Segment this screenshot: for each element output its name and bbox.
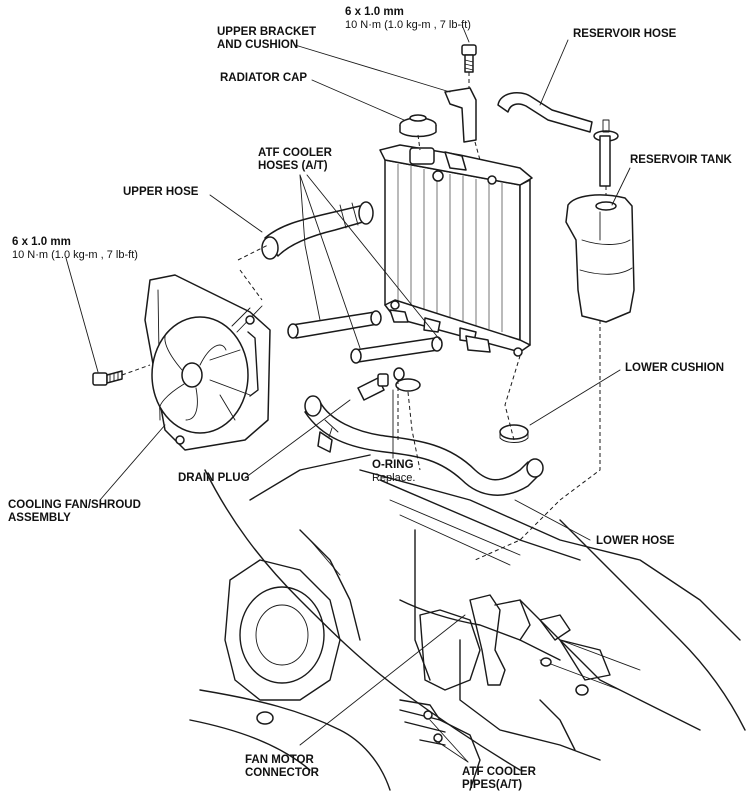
- label-upper-bracket-line2: AND CUSHION: [217, 39, 299, 51]
- engine-bay-outline: [189, 454, 746, 791]
- torque-spec-left-size: 6 x 1.0 mm: [12, 236, 71, 248]
- label-o-ring-note: Replace.: [372, 472, 416, 484]
- label-fan-motor-line2: CONNECTOR: [245, 767, 319, 779]
- label-upper-bracket-line1: UPPER BRACKET: [217, 26, 317, 38]
- reservoir-hose: [497, 92, 619, 187]
- assembly-guides: [121, 134, 607, 561]
- radiator-cap: [399, 114, 437, 138]
- label-fan-motor-line1: FAN MOTOR: [245, 754, 314, 766]
- label-cooling-fan-line1: COOLING FAN/SHROUD: [8, 499, 141, 511]
- leader-lines: [65, 24, 631, 763]
- drain-plug: [357, 373, 389, 401]
- label-reservoir-tank: RESERVOIR TANK: [630, 154, 732, 166]
- label-atf-pipes-line2: PIPES(A/T): [462, 779, 523, 791]
- o-ring: [393, 367, 405, 381]
- label-lower-hose: LOWER HOSE: [596, 535, 675, 547]
- label-upper-hose: UPPER HOSE: [123, 186, 199, 198]
- reservoir-tank: [565, 194, 635, 323]
- label-atf-cooler-hoses-line2: HOSES (A/T): [258, 160, 328, 172]
- label-lower-cushion: LOWER CUSHION: [625, 362, 725, 374]
- torque-spec-top-value: 10 N·m (1.0 kg-m , 7 lb-ft): [345, 19, 471, 31]
- lower-cushion: [395, 378, 529, 443]
- label-reservoir-hose: RESERVOIR HOSE: [573, 28, 677, 40]
- label-cooling-fan-line2: ASSEMBLY: [8, 512, 71, 524]
- torque-spec-top-size: 6 x 1.0 mm: [345, 6, 404, 18]
- radiator-core: [379, 144, 533, 357]
- fan-bolt: [92, 370, 123, 386]
- label-drain-plug: DRAIN PLUG: [178, 472, 250, 484]
- label-o-ring: O-RING: [372, 459, 414, 471]
- label-atf-cooler-hoses-line1: ATF COOLER: [258, 147, 332, 159]
- upper-hose: [261, 201, 374, 260]
- atf-cooler-hoses: [287, 310, 491, 364]
- label-radiator-cap: RADIATOR CAP: [220, 72, 308, 84]
- cooling-fan-shroud: [144, 274, 271, 451]
- torque-spec-left-value: 10 N·m (1.0 kg-m , 7 lb-ft): [12, 249, 138, 261]
- label-atf-pipes-line1: ATF COOLER: [462, 766, 536, 778]
- lower-hose: [304, 395, 544, 496]
- upper-bracket: [444, 44, 481, 161]
